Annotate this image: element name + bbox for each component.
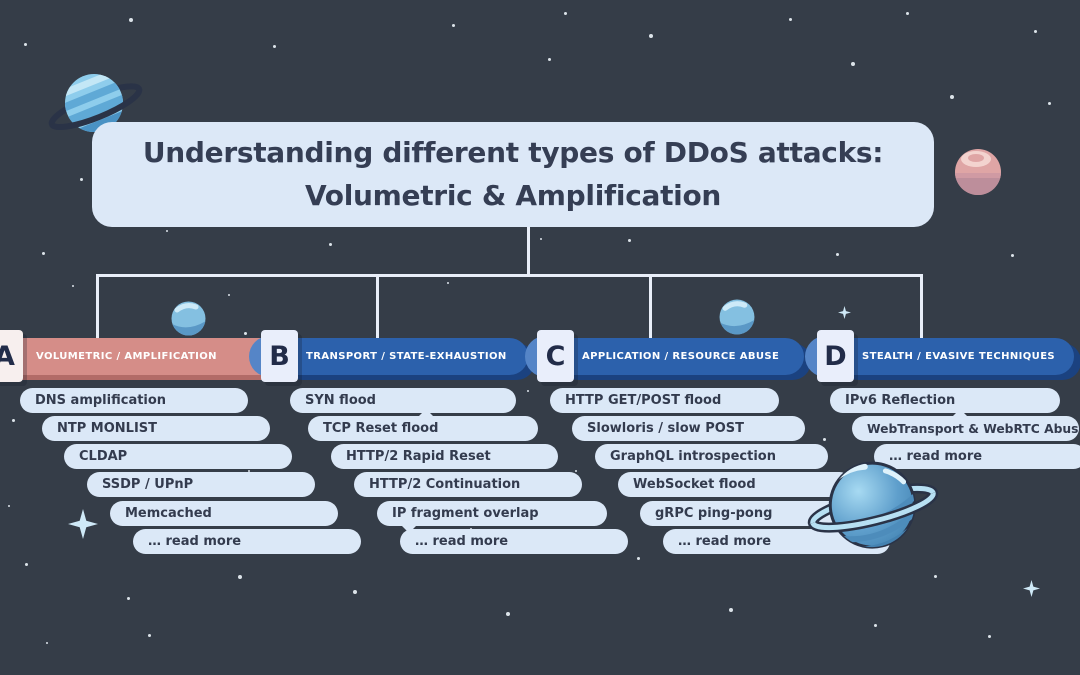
sparkle-icon <box>68 509 98 539</box>
star <box>874 624 877 627</box>
star <box>823 438 826 441</box>
star <box>851 62 855 66</box>
attack-pill: WebTransport & WebRTC Abuse <box>852 409 1080 441</box>
attack-pill: DNS amplification <box>20 388 248 413</box>
star <box>8 505 10 507</box>
star <box>564 12 567 15</box>
page-title: Understanding different types of DDoS at… <box>92 122 934 227</box>
star <box>80 178 83 181</box>
star <box>934 575 937 578</box>
small-planet-icon <box>719 299 755 335</box>
star <box>42 252 45 255</box>
sparkle-icon <box>1023 580 1040 597</box>
attack-pill: HTTP GET/POST flood <box>550 388 779 413</box>
connector-stem <box>527 226 530 276</box>
star <box>789 18 792 21</box>
category-a-letter: A <box>0 330 23 382</box>
saturn-planet-icon <box>807 461 939 553</box>
category-d-letter: D <box>817 330 854 382</box>
star <box>1034 30 1037 33</box>
attack-pill: IP fragment overlap <box>377 501 607 533</box>
attack-pill: WebSocket flood <box>618 472 852 497</box>
star <box>24 43 27 46</box>
read-more-pill: … read more <box>133 529 361 554</box>
read-more-pill: … read more <box>874 444 1080 469</box>
star <box>238 575 242 579</box>
attack-pill: HTTP/2 Rapid Reset <box>331 444 558 469</box>
attack-pill: SYN flood <box>290 388 516 413</box>
star <box>46 642 48 644</box>
attack-pill: HTTP/2 Continuation <box>354 472 582 497</box>
star <box>244 332 247 335</box>
connector-drop-b <box>376 274 379 340</box>
pink-planet-icon <box>955 149 1001 195</box>
category-c-letter: C <box>537 330 574 382</box>
connector-horizontal <box>96 274 923 277</box>
star <box>906 12 909 15</box>
connector-drop-c <box>649 274 652 340</box>
connector-drop-a <box>96 274 99 342</box>
star <box>228 294 230 296</box>
star <box>1048 102 1051 105</box>
star <box>1011 254 1014 257</box>
connector-drop-d <box>920 274 923 340</box>
star <box>540 238 542 240</box>
star <box>127 597 130 600</box>
attack-pill: TCP Reset flood <box>308 409 538 441</box>
star <box>836 253 839 256</box>
star <box>649 34 653 38</box>
star <box>575 470 577 472</box>
attack-pill: GraphQL introspection <box>595 444 828 469</box>
title-line-2: Volumetric & Amplification <box>304 178 722 212</box>
star <box>447 282 449 284</box>
category-c-pill: APPLICATION / RESOURCE ABUSE <box>553 338 804 375</box>
title-line-1: Understanding different types of DDoS at… <box>142 135 884 169</box>
star <box>353 590 357 594</box>
attack-pill: Memcached <box>110 501 338 526</box>
attack-pill: Slowloris / slow POST <box>572 416 805 441</box>
star <box>166 230 168 232</box>
star <box>25 563 28 566</box>
read-more-pill: … read more <box>400 529 628 554</box>
star <box>637 557 640 560</box>
star <box>527 390 529 392</box>
star <box>988 635 991 638</box>
attack-pill: IPv6 Reflection <box>830 388 1060 413</box>
star <box>273 45 276 48</box>
star <box>12 419 15 422</box>
category-d-pill: STEALTH / EVASIVE TECHNIQUES <box>833 338 1074 375</box>
star <box>248 470 250 472</box>
star <box>628 239 631 242</box>
star <box>950 95 954 99</box>
sparkle-icon <box>838 306 851 319</box>
attack-pill: SSDP / UPnP <box>87 472 315 497</box>
category-b-pill: TRANSPORT / STATE-EXHAUSTION <box>277 338 528 375</box>
star <box>548 58 551 61</box>
star <box>129 18 133 22</box>
small-planet-icon <box>171 301 206 336</box>
star <box>506 612 510 616</box>
star <box>729 608 733 612</box>
star <box>72 285 74 287</box>
category-b-letter: B <box>261 330 298 382</box>
attack-pill: CLDAP <box>64 444 292 469</box>
attack-pill: NTP MONLIST <box>42 416 270 441</box>
star <box>148 634 151 637</box>
star <box>329 243 332 246</box>
star <box>452 24 455 27</box>
